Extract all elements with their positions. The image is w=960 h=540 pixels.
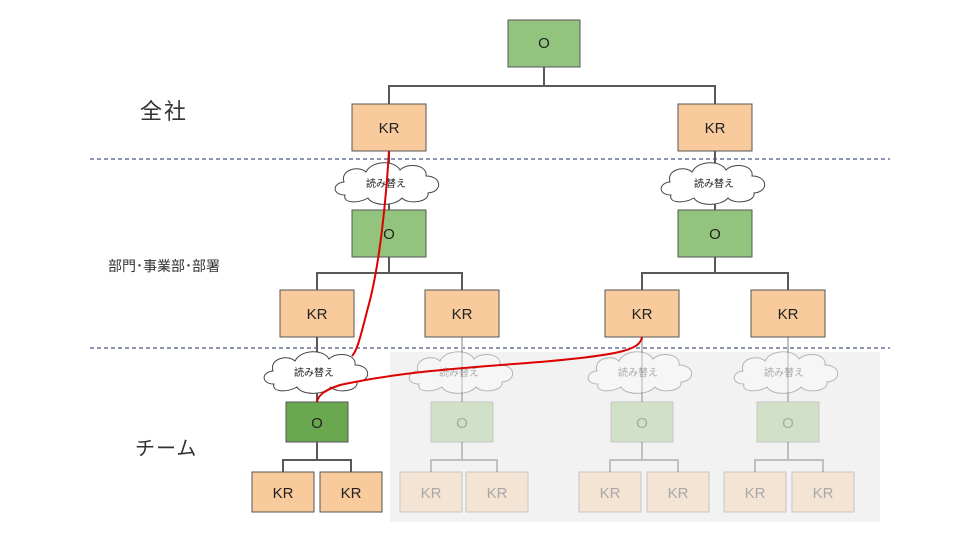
objective-box-company [507,19,581,68]
objective-label-dept-left: O [383,226,395,243]
connector-dept-left-a [316,257,390,290]
objective-box-dept-right [677,209,753,258]
kr-label-team-1a: KR [273,485,294,502]
connector-dept-left-b [389,272,463,290]
kr-label-team-1b: KR [341,485,362,502]
faded-connector-3b [788,459,824,472]
faded-connector-2b [642,459,679,472]
kr-box-team-2b [465,471,529,513]
kr-label-team-2a: KR [421,485,442,502]
highlight-path-company-to-team [351,150,390,357]
reinterpret-cloud-team-1: 読み替え [263,351,369,394]
kr-label-dept-2: KR [452,306,473,323]
reinterpret-cloud-team-3: 読み替え [587,351,693,394]
objective-label-team-3: O [636,415,648,432]
kr-box-team-3a [578,471,642,513]
kr-box-team-4b [791,471,855,513]
reinterpret-cloud-team-4: 読み替え [733,351,839,394]
objective-label-team-2: O [456,415,468,432]
faded-connectors [430,337,824,472]
faded-connector-2a [609,442,643,472]
connector-dept-right-b [715,272,789,290]
objective-label-dept-right: O [709,226,721,243]
kr-box-company-right [677,103,753,152]
objective-label-team-1: O [311,415,323,432]
kr-box-team-2a [399,471,463,513]
kr-label-dept-3: KR [632,306,653,323]
kr-label-dept-1: KR [307,306,328,323]
kr-label-company-right: KR [705,120,726,137]
objective-box-team-4 [756,401,820,443]
kr-box-team-1a [251,471,315,513]
kr-box-dept-3 [604,289,680,338]
highlight-path-dept-to-team [316,336,643,403]
objective-label-company: O [538,35,550,52]
level-label-department: 部門･事業部･部署 [108,259,220,275]
kr-box-dept-4 [750,289,826,338]
cloud-label-dept-right: 読み替え [694,177,734,190]
faded-connector-1b [462,459,498,472]
level-label-team: チーム [135,436,198,460]
kr-box-dept-2 [424,289,500,338]
connector-team-a [282,442,318,472]
cloud-label-team-1: 読み替え [294,366,334,379]
kr-box-dept-1 [279,289,355,338]
objective-box-team-3 [610,401,674,443]
reinterpret-cloud-dept-right: 読み替え [660,162,766,205]
level-label-company: 全社 [140,100,189,125]
faded-connector-3a [754,442,789,472]
kr-label-team-4a: KR [745,485,766,502]
connector-team-b [317,459,352,472]
kr-label-team-3b: KR [668,485,689,502]
kr-label-team-3a: KR [600,485,621,502]
kr-label-company-left: KR [379,120,400,137]
kr-label-team-4b: KR [813,485,834,502]
kr-box-company-left [351,103,427,152]
faded-team-region [390,352,880,522]
kr-box-team-3b [646,471,710,513]
objective-box-dept-left [351,209,427,258]
connector-top-left [388,67,545,104]
faded-team-nodes: O KR KR O KR KR O KR KR [399,401,855,513]
kr-label-dept-4: KR [778,306,799,323]
objective-box-team-1 [285,401,349,443]
cloud-label-team-4: 読み替え [764,366,804,379]
connector-top-right [544,85,716,104]
faded-connector-1a [430,442,463,472]
objective-label-team-4: O [782,415,794,432]
connector-dept-right-a [641,257,716,290]
kr-box-team-1b [319,471,383,513]
cloud-label-team-3: 読み替え [618,366,658,379]
kr-box-team-4a [723,471,787,513]
kr-label-team-2b: KR [487,485,508,502]
objective-box-team-2 [430,401,494,443]
